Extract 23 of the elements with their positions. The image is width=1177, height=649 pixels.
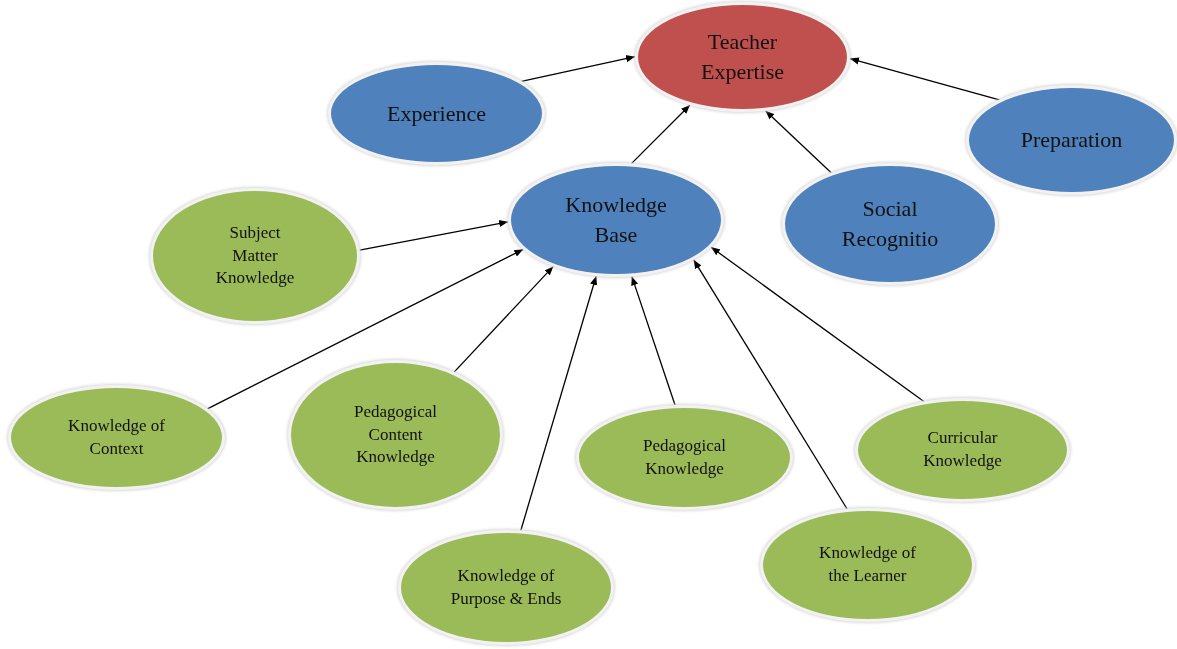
node-label: Pedagogical Knowledge — [641, 434, 728, 480]
node-label: Social Recognitio — [840, 195, 940, 253]
arrow — [520, 275, 598, 532]
ellipse-node — [966, 85, 1177, 195]
arrow — [206, 248, 524, 410]
node-label: Experience — [387, 99, 486, 128]
arrow — [631, 275, 676, 406]
node-label: Knowledge Base — [564, 191, 668, 249]
node-label: Knowledge of Context — [67, 414, 166, 460]
arrow — [453, 265, 554, 373]
arrow — [849, 57, 1001, 101]
node-label: Teacher Expertise — [699, 28, 786, 86]
node-label: Preparation — [1020, 126, 1123, 155]
node-label: Curricular Knowledge — [922, 427, 1003, 472]
node-label: Subject Matter Knowledge — [215, 221, 295, 290]
arrow — [764, 110, 832, 174]
node-label: Knowledge of the Learner — [818, 542, 917, 587]
arrow — [630, 104, 691, 165]
arrow — [692, 259, 848, 510]
node-label: Knowledge of Purpose & Ends — [449, 564, 563, 610]
arrow — [358, 219, 509, 251]
node-label: Pedagogical Content Knowledge — [352, 400, 439, 469]
arrow — [520, 55, 636, 83]
